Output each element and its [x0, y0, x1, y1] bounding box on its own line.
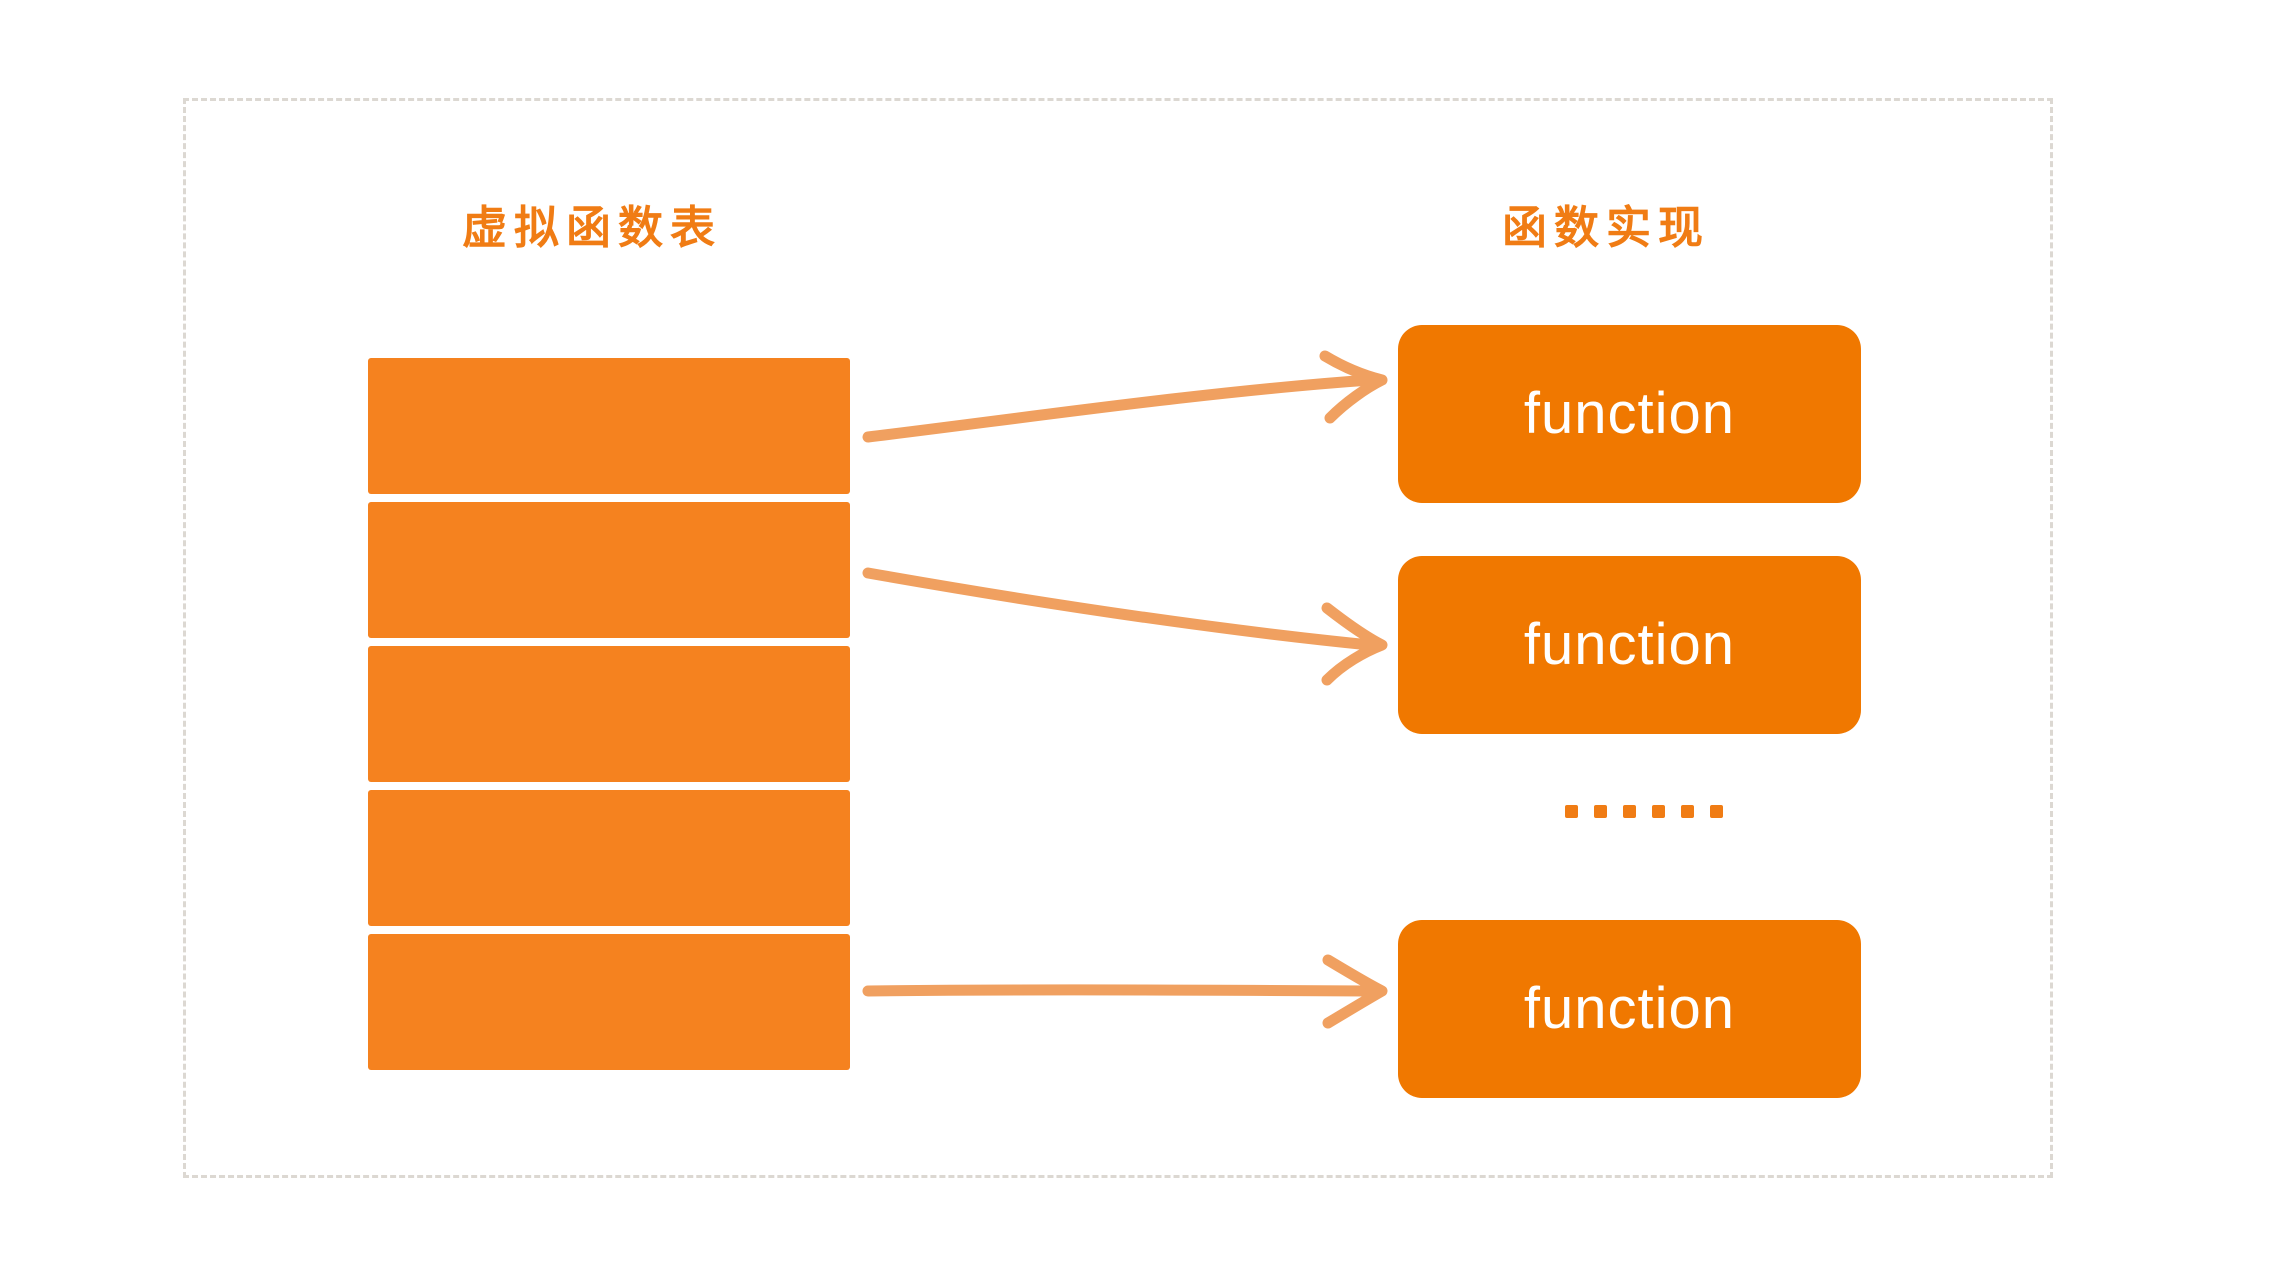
ellipsis-dot: [1623, 805, 1636, 818]
vtable-cell[interactable]: [368, 790, 850, 926]
function-box[interactable]: function: [1398, 325, 1861, 503]
vtable-cell[interactable]: [368, 646, 850, 782]
ellipsis-indicator: [1565, 805, 1723, 818]
function-box[interactable]: function: [1398, 920, 1861, 1098]
vtable-cell[interactable]: [368, 358, 850, 494]
implementations-column-title: 函数实现: [1502, 202, 1711, 253]
ellipsis-dot: [1681, 805, 1694, 818]
diagram-frame: [183, 98, 2053, 1178]
function-box[interactable]: function: [1398, 556, 1861, 734]
vtable: [368, 358, 850, 1070]
vtable-cell[interactable]: [368, 934, 850, 1070]
ellipsis-dot: [1565, 805, 1578, 818]
ellipsis-dot: [1652, 805, 1665, 818]
ellipsis-dot: [1710, 805, 1723, 818]
function-box-label: function: [1523, 381, 1736, 446]
function-box-label: function: [1523, 612, 1736, 677]
ellipsis-dot: [1594, 805, 1607, 818]
vtable-column-title: 虚拟函数表: [462, 202, 723, 253]
function-box-label: function: [1523, 976, 1736, 1041]
vtable-cell[interactable]: [368, 502, 850, 638]
